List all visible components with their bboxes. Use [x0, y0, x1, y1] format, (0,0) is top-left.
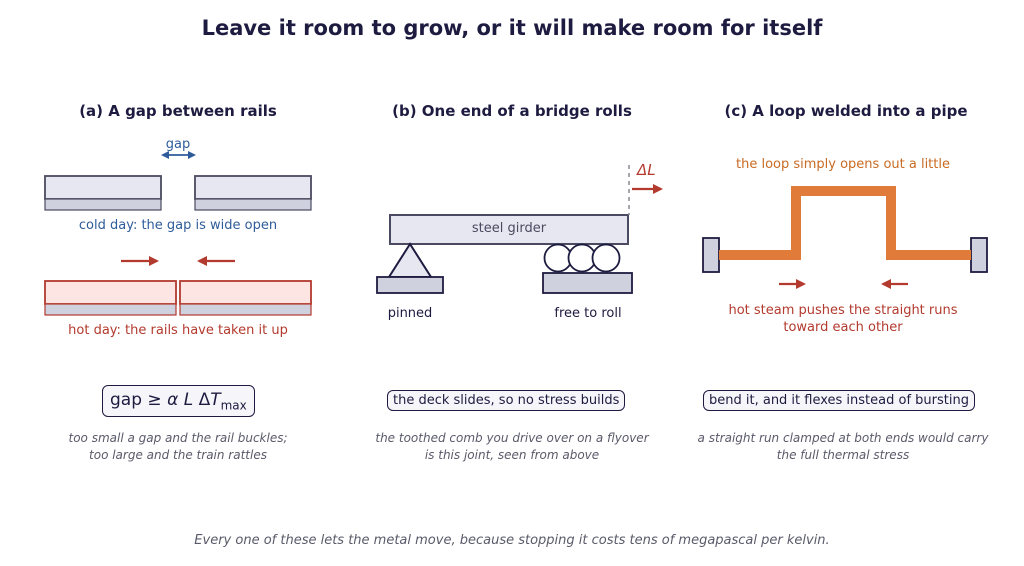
diagram-title: Leave it room to grow, or it will make r…: [201, 16, 823, 40]
caption-line: toward each other: [783, 320, 903, 335]
loop-caption: the loop simply opens out a little: [735, 157, 950, 172]
roller: [591, 243, 621, 273]
caption-line: hot steam pushes the straight runs: [728, 303, 958, 318]
note-line: too large and the train rattles: [89, 448, 267, 462]
free-to-roll-label: free to roll: [554, 306, 622, 321]
note-line: too small a gap and the rail buckles;: [68, 431, 288, 445]
hot-rail-right: [179, 280, 312, 305]
cold-rail-left: [44, 175, 162, 200]
steel-girder: [389, 214, 629, 245]
boxed-text: bend it, and it flexes instead of bursti…: [703, 390, 975, 411]
note-line: the full thermal stress: [776, 448, 910, 462]
delta-l-label: ΔL: [637, 161, 656, 179]
formula-length: L: [183, 390, 194, 410]
girder-label: steel girder: [471, 221, 547, 236]
hot-rail-right-base: [179, 303, 312, 316]
formula-delta: Δ: [193, 390, 211, 410]
pin-support-base: [376, 276, 444, 294]
hot-rail-left-base: [44, 303, 177, 316]
note-line: the toothed comb you drive over on a fly…: [375, 431, 649, 445]
panel-c-note: a straight run clamped at both ends woul…: [676, 430, 1010, 464]
note-line: is this joint, seen from above: [424, 448, 600, 462]
panel-b-boxed-statement: the deck slides, so no stress builds: [387, 390, 626, 411]
panel-b-title: (b) One end of a bridge rolls: [392, 102, 632, 120]
cold-rail-right-base: [194, 198, 312, 211]
panel-c-boxed-statement: bend it, and it flexes instead of bursti…: [703, 390, 975, 411]
pipe-anchor-right: [970, 237, 988, 273]
cold-rail-right: [194, 175, 312, 200]
hot-day-caption: hot day: the rails have taken it up: [68, 323, 288, 338]
formula-temperature: T: [210, 390, 221, 410]
footer-caption: Every one of these lets the metal move, …: [194, 533, 830, 548]
panel-a-title: (a) A gap between rails: [79, 102, 277, 120]
cold-rail-left-base: [44, 198, 162, 211]
pin-support-triangle: [387, 242, 433, 278]
panel-a-note: too small a gap and the rail buckles; to…: [28, 430, 328, 464]
note-line: a straight run clamped at both ends woul…: [697, 431, 989, 445]
expansion-loop-pipe: [719, 186, 971, 260]
gap-formula: gap ≥ α L ΔTmax: [102, 385, 255, 418]
formula-prefix: gap ≥: [110, 390, 168, 410]
roller-support-base: [542, 272, 633, 294]
steam-caption: hot steam pushes the straight runs towar…: [693, 302, 993, 336]
pipe-anchor-left: [702, 237, 720, 273]
hot-rail-left: [44, 280, 177, 305]
gap-label: gap: [165, 137, 191, 152]
boxed-text: the deck slides, so no stress builds: [387, 390, 626, 411]
roller: [567, 243, 597, 273]
panel-b-note: the toothed comb you drive over on a fly…: [332, 430, 692, 464]
roller: [543, 243, 573, 273]
pinned-label: pinned: [387, 306, 433, 321]
cold-day-caption: cold day: the gap is wide open: [78, 218, 278, 233]
panel-c-title: (c) A loop welded into a pipe: [724, 102, 968, 120]
cold-rails: [44, 175, 312, 211]
formula-alpha: α: [167, 390, 179, 410]
hot-rails: [44, 280, 312, 316]
formula-subscript: max: [220, 398, 247, 413]
